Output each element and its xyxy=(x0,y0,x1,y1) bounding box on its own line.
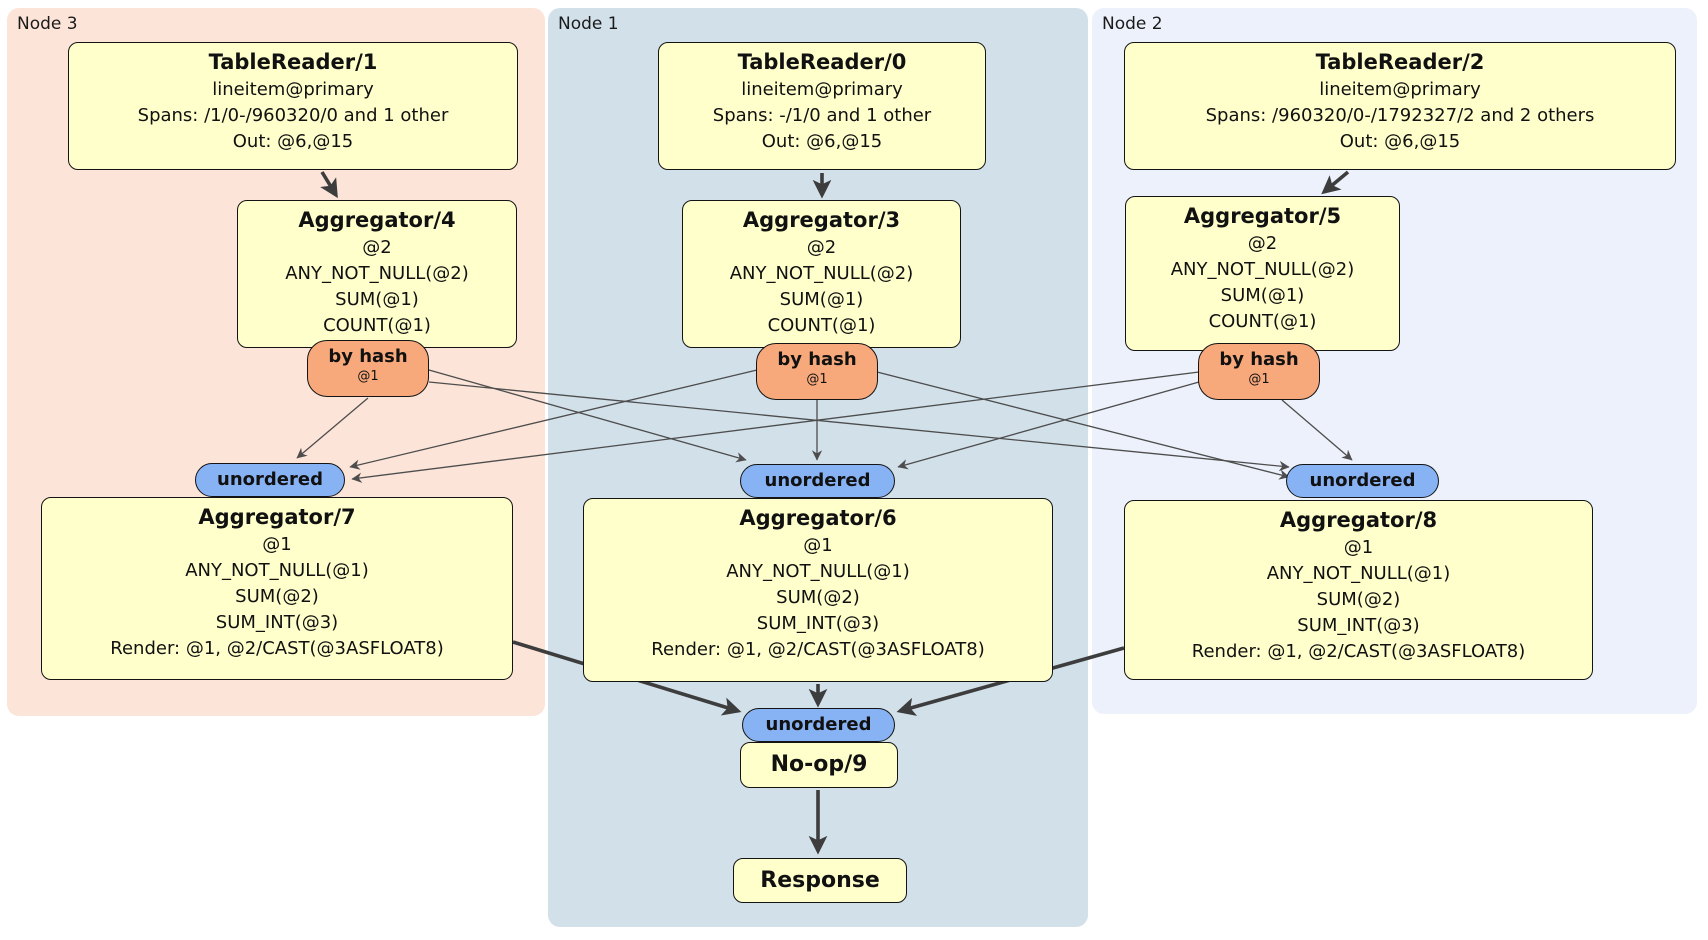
stream-unordered-agg8: unordered xyxy=(1286,464,1439,498)
node3-label: Node 3 xyxy=(17,14,78,34)
processor-index: lineitem@primary xyxy=(1319,79,1481,100)
processor-title: Aggregator/5 xyxy=(1183,204,1342,228)
processor-groupcols: @1 xyxy=(262,534,292,555)
processor-title: Aggregator/7 xyxy=(198,505,356,529)
processor-tablereader-1: TableReader/1 lineitem@primary Spans: /1… xyxy=(68,42,518,170)
processor-aggregator-6: Aggregator/6 @1 ANY_NOT_NULL(@1) SUM(@2)… xyxy=(583,498,1053,682)
processor-spans: Spans: -/1/0 and 1 other xyxy=(712,105,932,126)
processor-title: Response xyxy=(760,868,880,893)
processor-agg-fn: SUM_INT(@3) xyxy=(756,613,880,634)
processor-title: TableReader/1 xyxy=(208,50,378,74)
router-by-hash-node2: by hash @1 xyxy=(1198,343,1320,400)
processor-agg-fn: SUM(@1) xyxy=(335,289,419,310)
edge-hash1-un8 xyxy=(876,371,1290,480)
processor-title: No-op/9 xyxy=(770,752,868,777)
node2-label: Node 2 xyxy=(1102,14,1163,34)
processor-groupcols: @2 xyxy=(1247,233,1278,254)
processor-aggregator-3: Aggregator/3 @2 ANY_NOT_NULL(@2) SUM(@1)… xyxy=(682,200,961,348)
processor-agg-fn: ANY_NOT_NULL(@2) xyxy=(1170,259,1355,280)
processor-index: lineitem@primary xyxy=(741,79,903,100)
processor-out: Out: @6,@15 xyxy=(761,131,883,152)
processor-agg-fn: COUNT(@1) xyxy=(1208,311,1317,332)
processor-agg-fn: ANY_NOT_NULL(@1) xyxy=(185,560,369,581)
processor-title: TableReader/0 xyxy=(737,50,907,74)
processor-spans: Spans: /960320/0-/1792327/2 and 2 others xyxy=(1205,105,1595,126)
processor-agg-fn: SUM(@2) xyxy=(235,586,319,607)
stream-unordered-noop: unordered xyxy=(742,708,895,742)
processor-tablereader-0: TableReader/0 lineitem@primary Spans: -/… xyxy=(658,42,986,170)
edge-tr1-agg4 xyxy=(320,171,338,199)
edge-hash3-un8 xyxy=(428,381,1290,472)
processor-groupcols: @2 xyxy=(806,237,837,258)
processor-out: Out: @6,@15 xyxy=(1339,131,1461,152)
router-by-hash-node3: by hash @1 xyxy=(307,340,429,397)
processor-agg-fn: SUM(@1) xyxy=(1220,285,1305,306)
processor-tablereader-2: TableReader/2 lineitem@primary Spans: /9… xyxy=(1124,42,1676,170)
processor-agg-fn: ANY_NOT_NULL(@2) xyxy=(285,263,469,284)
processor-aggregator-8: Aggregator/8 @1 ANY_NOT_NULL(@1) SUM(@2)… xyxy=(1124,500,1593,680)
processor-agg-fn: ANY_NOT_NULL(@1) xyxy=(1266,563,1451,584)
stream-unordered-agg6: unordered xyxy=(740,464,895,498)
router-label: by hash xyxy=(1219,349,1299,370)
router-label: by hash xyxy=(777,349,857,370)
processor-agg-fn: SUM(@2) xyxy=(776,587,860,608)
processor-agg-fn: SUM(@2) xyxy=(1316,589,1401,610)
processor-aggregator-5: Aggregator/5 @2 ANY_NOT_NULL(@2) SUM(@1)… xyxy=(1125,196,1400,351)
processor-render: Render: @1, @2/CAST(@3ASFLOAT8) xyxy=(110,638,444,659)
edge-hash3-un7 xyxy=(296,397,369,459)
edge-hash2-un7 xyxy=(351,371,1200,483)
processor-agg-fn: COUNT(@1) xyxy=(767,315,876,336)
processor-agg-fn: ANY_NOT_NULL(@1) xyxy=(726,561,910,582)
node1-label: Node 1 xyxy=(558,14,619,34)
processor-title: TableReader/2 xyxy=(1315,50,1485,74)
router-by-hash-node1: by hash @1 xyxy=(756,343,878,400)
router-label: by hash xyxy=(328,346,408,367)
router-key: @1 xyxy=(806,372,828,387)
processor-out: Out: @6,@15 xyxy=(232,131,354,152)
edge-tr2-agg5 xyxy=(1321,170,1350,195)
processor-spans: Spans: /1/0-/960320/0 and 1 other xyxy=(137,105,449,126)
edge-hash1-un7 xyxy=(349,369,758,470)
processor-response: Response xyxy=(733,858,907,903)
edge-hash3-un6 xyxy=(428,369,747,463)
processor-groupcols: @1 xyxy=(803,535,833,556)
processor-agg-fn: SUM(@1) xyxy=(779,289,864,310)
processor-aggregator-7: Aggregator/7 @1 ANY_NOT_NULL(@1) SUM(@2)… xyxy=(41,497,513,680)
processor-groupcols: @2 xyxy=(362,237,392,258)
processor-render: Render: @1, @2/CAST(@3ASFLOAT8) xyxy=(1191,641,1526,662)
processor-title: Aggregator/8 xyxy=(1279,508,1438,532)
processor-agg-fn: SUM_INT(@3) xyxy=(1297,615,1420,636)
processor-title: Aggregator/6 xyxy=(739,506,897,530)
processor-render: Render: @1, @2/CAST(@3ASFLOAT8) xyxy=(651,639,985,660)
edge-hash2-un6 xyxy=(897,381,1200,470)
router-key: @1 xyxy=(357,369,379,384)
processor-aggregator-4: Aggregator/4 @2 ANY_NOT_NULL(@2) SUM(@1)… xyxy=(237,200,517,348)
processor-agg-fn: SUM_INT(@3) xyxy=(215,612,339,633)
processor-title: Aggregator/4 xyxy=(298,208,456,232)
edge-hash2-un8 xyxy=(1281,399,1353,461)
processor-noop-9: No-op/9 xyxy=(740,742,898,788)
stream-unordered-agg7: unordered xyxy=(195,463,345,497)
processor-agg-fn: COUNT(@1) xyxy=(323,315,431,336)
processor-title: Aggregator/3 xyxy=(742,208,901,232)
router-key: @1 xyxy=(1248,372,1270,387)
processor-index: lineitem@primary xyxy=(212,79,374,100)
processor-groupcols: @1 xyxy=(1343,537,1374,558)
processor-agg-fn: ANY_NOT_NULL(@2) xyxy=(729,263,914,284)
